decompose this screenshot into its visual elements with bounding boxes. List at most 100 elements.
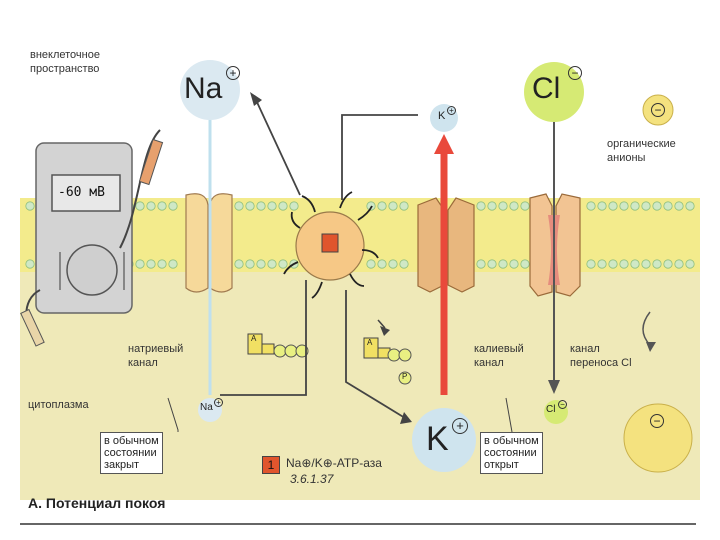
lipid-head: [652, 201, 662, 211]
lipid-head: [597, 201, 607, 211]
sodium-ion-large-label: Na: [184, 72, 223, 105]
organic-anion-small-minus-icon: −: [651, 103, 665, 117]
lipid-head: [498, 201, 508, 211]
lipid-head: [135, 201, 145, 211]
potassium-small-plus-icon: +: [447, 106, 456, 115]
lipid-head: [608, 259, 618, 269]
lipid-head: [476, 259, 486, 269]
lipid-head: [234, 259, 244, 269]
lipid-head: [509, 259, 519, 269]
lipid-head: [399, 201, 409, 211]
adp-adenine-letter: A: [367, 338, 373, 347]
lipid-head: [245, 201, 255, 211]
lipid-head: [256, 259, 266, 269]
adp-molecule: [363, 337, 412, 385]
potassium-ion-large-label: K: [426, 420, 449, 458]
lipid-head: [157, 259, 167, 269]
sodium-ion-small-label: Na: [200, 402, 213, 413]
chloride-small-minus-icon: −: [558, 400, 567, 409]
lipid-head: [168, 259, 178, 269]
lipid-head: [630, 259, 640, 269]
figure-caption: А. Потенциал покоя: [28, 495, 166, 511]
lipid-head: [630, 201, 640, 211]
voltmeter-dial: [66, 244, 118, 296]
chloride-channel-shape: [529, 193, 581, 297]
lipid-head: [685, 259, 695, 269]
voltmeter-display: [51, 174, 121, 212]
label-extracellular: внеклеточное пространство: [30, 49, 100, 75]
lipid-head: [597, 259, 607, 269]
lipid-head: [278, 201, 288, 211]
lipid-head: [25, 201, 35, 211]
lipid-head: [366, 259, 376, 269]
phosphate-free-letter: P: [402, 372, 408, 381]
potassium-import-path: [341, 114, 418, 200]
lipid-head: [520, 259, 530, 269]
lipid-head: [652, 259, 662, 269]
lipid-head: [267, 259, 277, 269]
lipid-head: [388, 259, 398, 269]
lipid-head: [641, 259, 651, 269]
potassium-channel-shape: [417, 197, 475, 293]
lipid-head: [586, 259, 596, 269]
sodium-large-plus-icon: +: [226, 66, 240, 80]
lipid-head: [388, 201, 398, 211]
lipid-head: [146, 201, 156, 211]
lipid-head: [674, 259, 684, 269]
lipid-head: [267, 201, 277, 211]
label-potassium-channel: калиевый канал: [474, 343, 524, 369]
lipid-head: [619, 201, 629, 211]
lipid-head: [674, 201, 684, 211]
atp-molecule: [247, 333, 309, 358]
lipid-head: [476, 201, 486, 211]
lipid-head: [256, 201, 266, 211]
lipid-head: [641, 201, 651, 211]
lipid-head: [234, 201, 244, 211]
lipid-head: [685, 201, 695, 211]
lipid-head: [663, 201, 673, 211]
lipid-head: [377, 259, 387, 269]
lipid-head: [25, 259, 35, 269]
electrode-inner: [20, 308, 45, 347]
lipid-head: [245, 259, 255, 269]
potassium-entry-arrow: [345, 290, 406, 419]
lipid-head: [520, 201, 530, 211]
sodium-ion-large: [180, 60, 240, 120]
sodium-channel-shape: [185, 193, 233, 293]
voltmeter-reading: -60 мВ: [58, 185, 105, 200]
lipid-head: [509, 201, 519, 211]
lipid-head: [135, 259, 145, 269]
lipid-head: [608, 201, 618, 211]
potassium-ion-small-label: K: [438, 110, 446, 122]
electrode-wire-outer: [119, 129, 161, 249]
lipid-head: [487, 201, 497, 211]
lipid-head: [498, 259, 508, 269]
chloride-ion-small-label: Cl: [546, 404, 556, 415]
organic-anion-large: [623, 403, 693, 473]
label-organic-anions: органические анионы: [607, 138, 676, 164]
sodium-import-path: [220, 280, 307, 396]
lipid-head: [663, 259, 673, 269]
callout-k-open: в обычном состоянии открыт: [480, 432, 543, 474]
atp-adenine-letter: A: [251, 334, 257, 343]
lipid-head: [399, 259, 409, 269]
atpase-name: Na⊕/K⊕-ATP-аза: [286, 456, 382, 470]
chloride-ion-large-label: Cl: [532, 72, 561, 105]
voltmeter-device: [35, 142, 133, 314]
lipid-head: [619, 259, 629, 269]
potassium-large-plus-icon: +: [452, 418, 468, 434]
atpase-pump: [283, 191, 379, 299]
lipid-head: [586, 201, 596, 211]
label-cytoplasm: цитоплазма: [28, 399, 89, 411]
lipid-head: [487, 259, 497, 269]
callout-na-closed: в обычном состоянии закрыт: [100, 432, 163, 474]
lipid-head: [377, 201, 387, 211]
sodium-small-plus-icon: +: [214, 398, 223, 407]
lipid-head: [146, 259, 156, 269]
atpase-code: 3.6.1.37: [290, 472, 334, 486]
label-sodium-channel: натриевый канал: [128, 343, 184, 369]
lipid-head: [278, 259, 288, 269]
electrode-outer: [138, 138, 164, 186]
